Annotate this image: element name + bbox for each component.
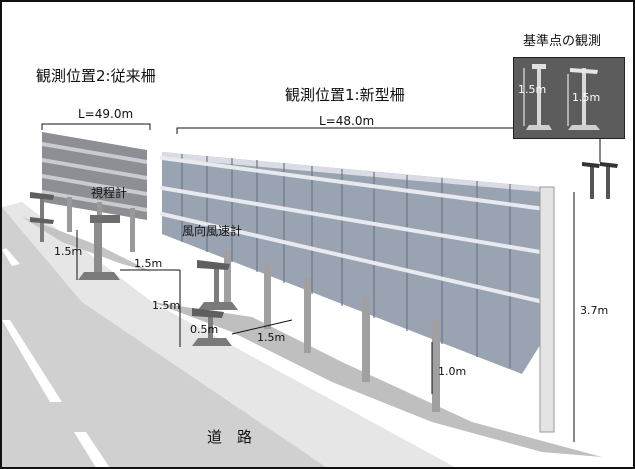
site2-length: L=49.0m [78,107,134,121]
fence-shadow [152,302,602,457]
fence-shadow [22,217,152,272]
reference-devices [582,162,618,199]
anemometer-label: 風向風速計 [182,224,243,238]
site2-title: 観測位置2:従来柵 [36,67,156,85]
dim-vis-height: 1.5m [54,245,83,258]
len2-bracket [41,123,151,130]
lane-marking [2,248,20,266]
len1-bracket [176,127,548,134]
anemometer-lower [192,308,232,346]
dim-fence-height: 3.7m [580,304,609,317]
lane-marking [74,432,110,467]
dim-anemo-height: 1.5m [152,299,181,312]
dim-anemo-gap: 0.5m [190,323,219,336]
lane-marking [2,320,62,402]
dim-fence-clearance: 1.0m [438,365,467,378]
reference-inset-drawing [523,64,600,130]
dim-anemo-spacing: 1.5m [257,331,286,344]
anemometer-upper [197,260,238,310]
new-fence [160,152,555,433]
site1-length: L=48.0m [319,114,375,128]
anemometer-site2 [30,192,54,242]
conventional-fence [42,132,147,252]
reference-title: 基準点の観測 [523,34,602,49]
reference-inset: 1.5m 1.5m [513,57,625,139]
visibility-meter-device [78,215,120,280]
anemo-spacing-arrow [231,319,293,335]
dim-ref-left: 1.5m [518,83,547,96]
dim-ref-right: 1.5m [572,91,601,104]
dim-vis-gap: 1.5m [134,257,163,270]
road-surface [2,207,327,467]
visibility-meter-label: 視程計 [91,186,128,200]
road-label: 道 路 [207,428,253,446]
site1-title: 観測位置1:新型柵 [285,86,405,104]
